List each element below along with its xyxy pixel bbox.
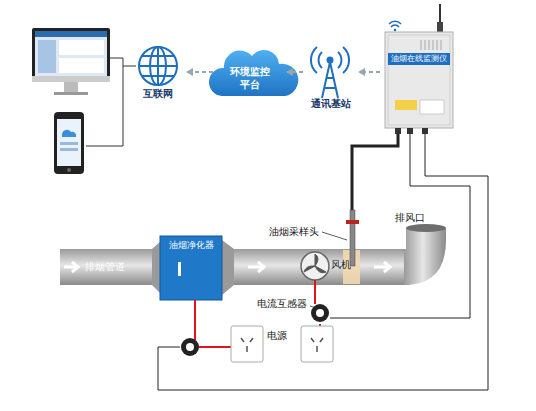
power-wire (199, 346, 234, 348)
power-wire (194, 300, 196, 340)
monitor-cabinet (385, 4, 453, 134)
cloud-node: 环境监控平台 (216, 60, 284, 96)
sampling-probe (350, 210, 355, 266)
duct-label: 排烟管道 (84, 261, 126, 273)
outlet-label: 排风口 (394, 212, 426, 224)
desktop-computer (32, 28, 110, 95)
network-line (86, 58, 136, 146)
sensor-label: 电流互感器 (256, 298, 308, 310)
node-text: 油烟净化器 (158, 240, 224, 251)
power-socket (231, 326, 333, 362)
probe-flange (346, 220, 359, 224)
power-label: 电源 (266, 330, 288, 342)
monitor-node: 油烟在线监测仪 (383, 32, 455, 128)
signal-wire (158, 134, 488, 390)
data-link-arrow (187, 71, 213, 73)
leader-line (310, 306, 316, 308)
data-link-arrow (359, 71, 380, 73)
data-link-arrow (287, 71, 303, 73)
purifier-mark (178, 262, 181, 276)
tower-node: 通讯基站 (306, 44, 356, 111)
purifier-node: 油烟净化器 (158, 236, 224, 300)
node-text: 通讯基站 (306, 98, 356, 111)
probe-label: 油烟采样头 (268, 226, 320, 238)
exhaust-duct (60, 224, 446, 295)
mobile-phone (54, 112, 84, 174)
fan-icon (301, 252, 329, 280)
node-text: 油烟在线监测仪 (383, 54, 455, 63)
antenna-tower (311, 47, 349, 98)
leader-line (322, 232, 347, 240)
node-text: 环境监控平台 (228, 66, 272, 91)
cloud-shape (209, 50, 298, 96)
signal-wire (330, 134, 470, 318)
fan-label: 风机 (330, 259, 352, 271)
globe-node: 互联网 (132, 44, 184, 108)
globe-icon (139, 47, 177, 85)
node-text: 互联网 (132, 88, 184, 101)
